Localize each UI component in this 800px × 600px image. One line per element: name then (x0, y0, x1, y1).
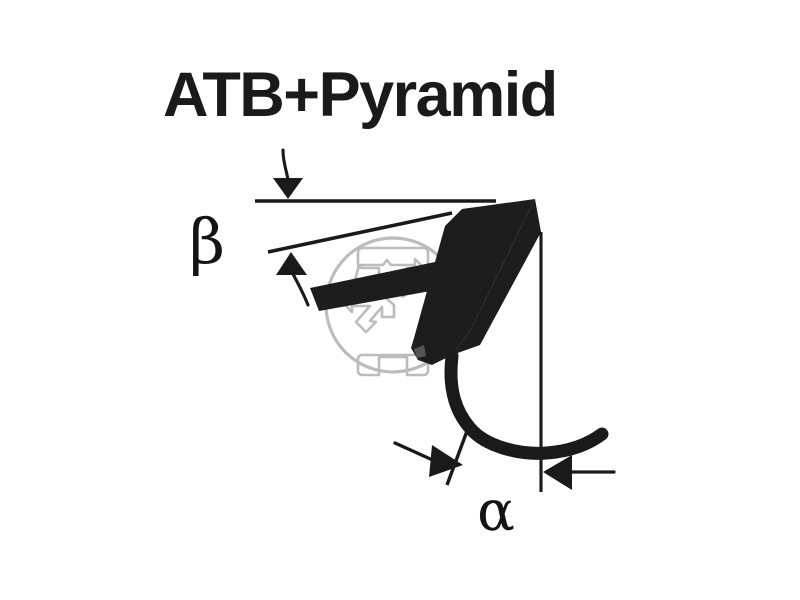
alpha-left-arrowhead-icon (429, 445, 463, 477)
alpha-angle-label: α (477, 479, 515, 544)
page-title: ATB+Pyramid (163, 60, 557, 130)
beta-bottom-arrow-leader (290, 270, 310, 307)
alpha-left-arrow-leader (393, 441, 439, 464)
alpha-right-arrowhead-icon (543, 455, 572, 490)
tooth-top-bevel-face (310, 257, 470, 311)
tooth-flank-face (452, 199, 541, 355)
beta-bottom-arrow (276, 252, 310, 307)
beta-top-arrowhead-icon (273, 178, 303, 199)
alpha-flank-reference-line (445, 422, 472, 486)
tooth-heel-notch (414, 345, 426, 358)
beta-bottom-arrowhead-icon (276, 252, 307, 275)
tooth-body (411, 199, 535, 365)
beta-bevel-reference-line (267, 211, 453, 254)
gullet-curve (444, 349, 609, 460)
alpha-left-arrow (393, 441, 463, 477)
beta-top-arrow (273, 148, 303, 199)
beta-top-arrow-leader (281, 148, 290, 182)
beta-angle-label: β (189, 205, 225, 278)
alpha-right-arrow (543, 455, 616, 490)
